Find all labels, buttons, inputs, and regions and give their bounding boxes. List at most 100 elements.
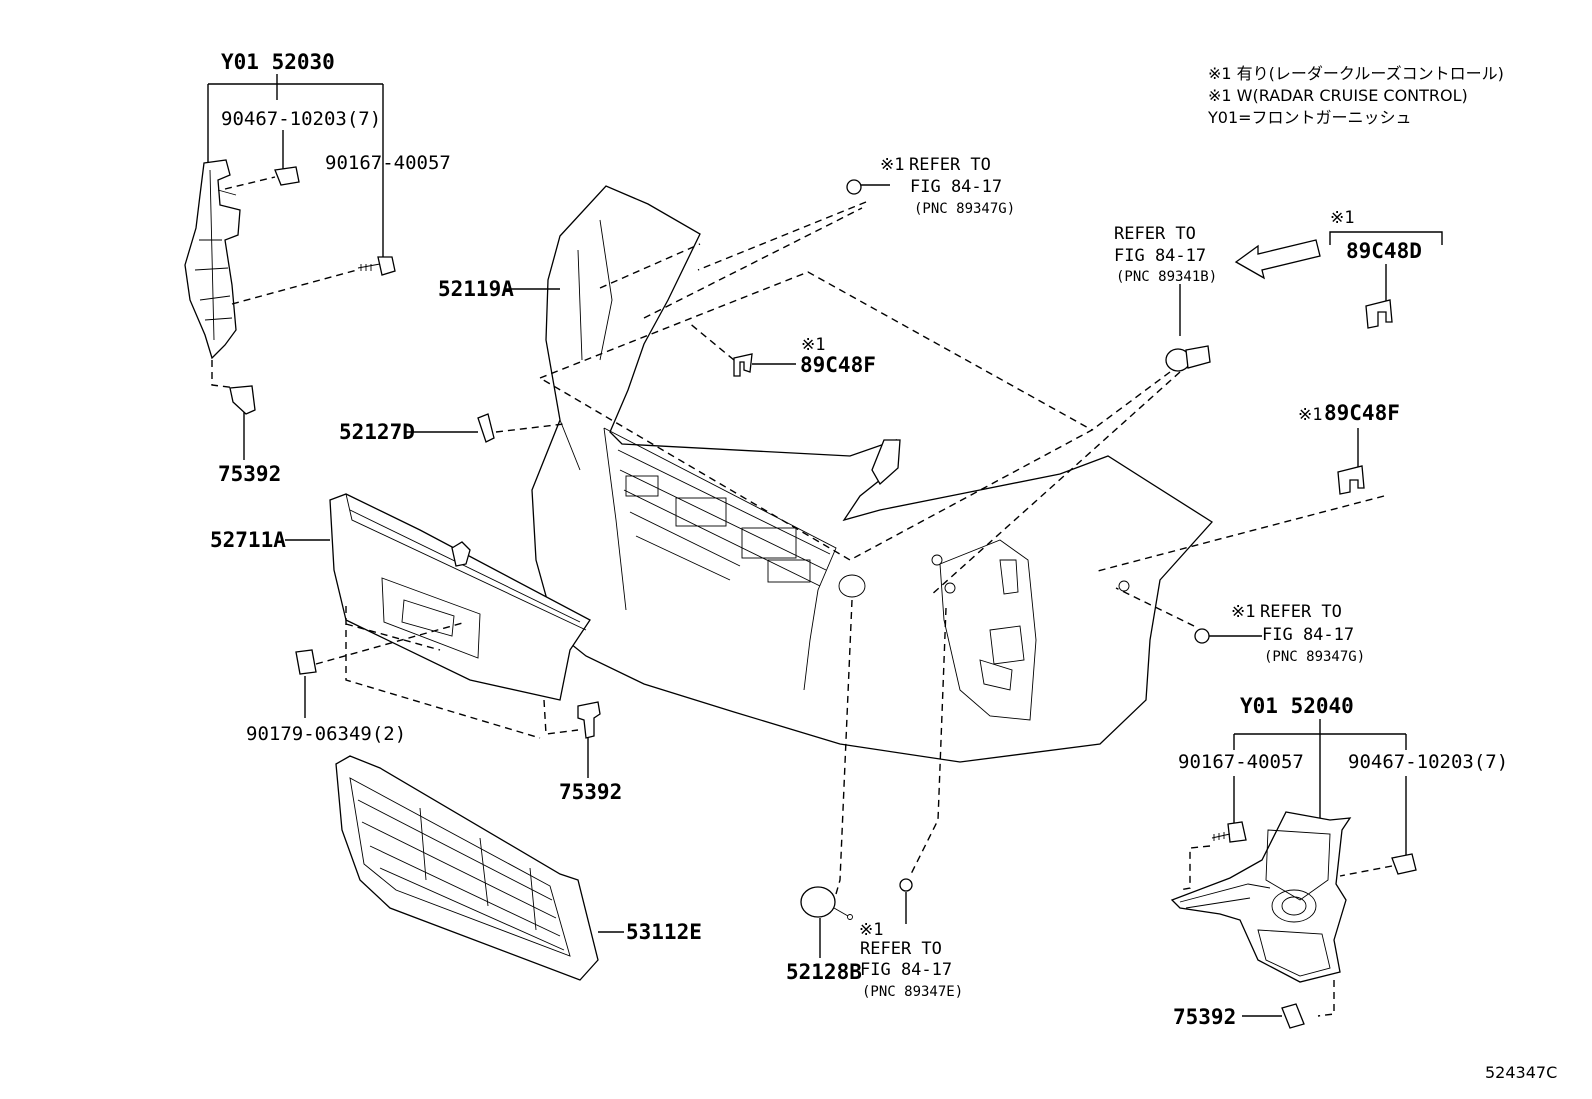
part-label-90467-right[interactable]: 90467-10203(7) [1348, 751, 1508, 773]
grille-frame [335, 755, 599, 981]
notes-block: ※1 有り(レーダークルーズコントロール) ※1 W(RADAR CRUISE … [1207, 64, 1504, 127]
ref-radar-fig[interactable]: FIG 84-17 [1114, 246, 1206, 266]
ref-right-group: ※1 REFER TO FIG 84-17 (PNC 89347G) [1115, 587, 1365, 665]
center-garnish-group: 52711A [210, 493, 591, 701]
part-label-53112e[interactable]: 53112E [626, 920, 702, 944]
sensor-hole-3 [1118, 580, 1130, 592]
part-label-52119a[interactable]: 52119A [438, 277, 514, 301]
screw-thread [357, 263, 381, 271]
part-label-75392-left[interactable]: 75392 [218, 462, 281, 486]
left-garnish-group: Y01 52030 90467-10203(7) 90167-40057 753… [184, 50, 451, 486]
mark-ref-right: ※1 [1231, 602, 1255, 622]
ref-top-group: ※1 REFER TO FIG 84-17 (PNC 89347G) [697, 155, 1015, 271]
grille-horizontal-slats [357, 799, 565, 951]
part-label-90167-right[interactable]: 90167-40057 [1178, 751, 1304, 773]
right-garnish-group: Y01 52040 90167-40057 90467-10203(7) 753… [1170, 694, 1508, 1029]
ref-radar-pnc: (PNC 89341B) [1116, 269, 1217, 285]
right-nut-icon [1194, 628, 1210, 644]
radar-group: REFER TO FIG 84-17 (PNC 89341B) ※1 89C48… [929, 208, 1443, 597]
dash-nut-90179 [315, 621, 467, 665]
bumper-grille-cell-4 [767, 559, 811, 583]
cap-group: 52128B [786, 599, 862, 984]
bracket-89c48f-left-group: ※1 89C48F [687, 321, 876, 377]
cap-icon [800, 886, 836, 918]
dash-89c48f-right [1093, 495, 1385, 573]
sensor-hole-2 [944, 582, 956, 594]
cap-tether-end [847, 914, 853, 920]
fog-lamp-ring [1271, 889, 1317, 923]
nut-90179-icon [295, 649, 317, 675]
ref-top-refer[interactable]: REFER TO [909, 155, 991, 175]
part-label-52127d[interactable]: 52127D [339, 420, 415, 444]
mark-ref-bottom: ※1 [859, 920, 883, 940]
dash-clip-left [224, 176, 276, 190]
ref-right-fig[interactable]: FIG 84-17 [1262, 625, 1354, 645]
bumper-grille-bars [617, 449, 831, 587]
left-group-bracket [207, 74, 384, 258]
ref-right-refer[interactable]: REFER TO [1260, 602, 1342, 622]
fog-lamp-inner [1281, 896, 1307, 916]
emblem-center-group: 75392 [543, 699, 622, 804]
center-garnish-shape [329, 493, 591, 701]
ref-bottom-refer[interactable]: REFER TO [860, 939, 942, 959]
radar-sensor-body [1185, 345, 1211, 369]
dash-cap [835, 599, 853, 895]
ref-bottom-fig[interactable]: FIG 84-17 [860, 960, 952, 980]
right-fog-garnish-chrome-strip [1179, 883, 1271, 909]
center-garnish-inner-plate [401, 599, 455, 637]
mark-89c48f-left: ※1 [801, 335, 825, 355]
bumper-upper-bracket [871, 439, 901, 486]
mark-ref-top: ※1 [880, 155, 904, 175]
bottom-nut-icon [899, 878, 913, 892]
bracket-89c48f-left-icon [733, 353, 753, 377]
part-label-90167-left[interactable]: 90167-40057 [325, 152, 451, 174]
part-label-89c48d[interactable]: 89C48D [1346, 239, 1422, 263]
top-nut-icon [846, 179, 862, 195]
right-fog-garnish-shape [1170, 811, 1352, 983]
dash-radar-to-bumper [929, 371, 1181, 597]
leaders-right-screws [1233, 776, 1407, 858]
part-label-75392-right[interactable]: 75392 [1173, 1005, 1236, 1029]
ref-top-pnc: (PNC 89347G) [914, 201, 1015, 217]
right-fog-garnish-mesh-bottom [1257, 929, 1331, 977]
part-label-52128b[interactable]: 52128B [786, 960, 862, 984]
bumper-recess-details [979, 559, 1025, 691]
part-label-75392-center[interactable]: 75392 [559, 780, 622, 804]
nut-90179-group: 90179-06349(2) [246, 606, 541, 745]
dash-top-nut [697, 201, 867, 271]
left-side-bracket-detail [194, 169, 237, 341]
part-label-89c48f-right[interactable]: 89C48F [1324, 401, 1400, 425]
part-label-89c48f-left[interactable]: 89C48F [800, 353, 876, 377]
center-garnish-plate-recess [381, 577, 481, 659]
dash-emblem-right [1317, 980, 1335, 1017]
left-garnish-group-label[interactable]: Y01 52030 [221, 50, 335, 74]
dash-radar [1091, 371, 1171, 431]
bumper-grille-cell-2 [675, 497, 727, 527]
grille-group: 53112E [335, 755, 702, 981]
dash-garnish-outline-left [345, 606, 541, 739]
dash-screw-right [1179, 845, 1211, 891]
ref-bottom-group: ※1 REFER TO FIG 84-17 (PNC 89347E) [859, 607, 963, 1000]
part-label-52711a[interactable]: 52711A [210, 528, 286, 552]
ref-top-fig[interactable]: FIG 84-17 [910, 177, 1002, 197]
mark-89c48d: ※1 [1330, 208, 1354, 228]
ref-radar-refer[interactable]: REFER TO [1114, 224, 1196, 244]
dash-garnish-inner [345, 623, 441, 651]
part-label-90467-left[interactable]: 90467-10203(7) [221, 108, 381, 130]
dash-bottom-sensor [909, 607, 947, 877]
bumper-fog-recess [939, 539, 1037, 721]
bracket-89c48d-icon [1365, 299, 1393, 329]
clip-left-top-icon [274, 166, 300, 186]
dash-clip-right [1339, 865, 1393, 877]
right-fog-garnish-mesh-top [1265, 829, 1331, 901]
retainer-group: 52127D [339, 413, 565, 444]
emblem-right-icon [1281, 1003, 1305, 1029]
grille-inner-frame [349, 777, 571, 957]
part-label-90179[interactable]: 90179-06349(2) [246, 723, 406, 745]
right-garnish-group-label[interactable]: Y01 52040 [1240, 694, 1354, 718]
bumper-left-contours [559, 219, 613, 471]
dash-emblem-center [543, 699, 579, 735]
ref-right-pnc: (PNC 89347G) [1264, 649, 1365, 665]
center-garnish-top-edge [345, 493, 587, 631]
